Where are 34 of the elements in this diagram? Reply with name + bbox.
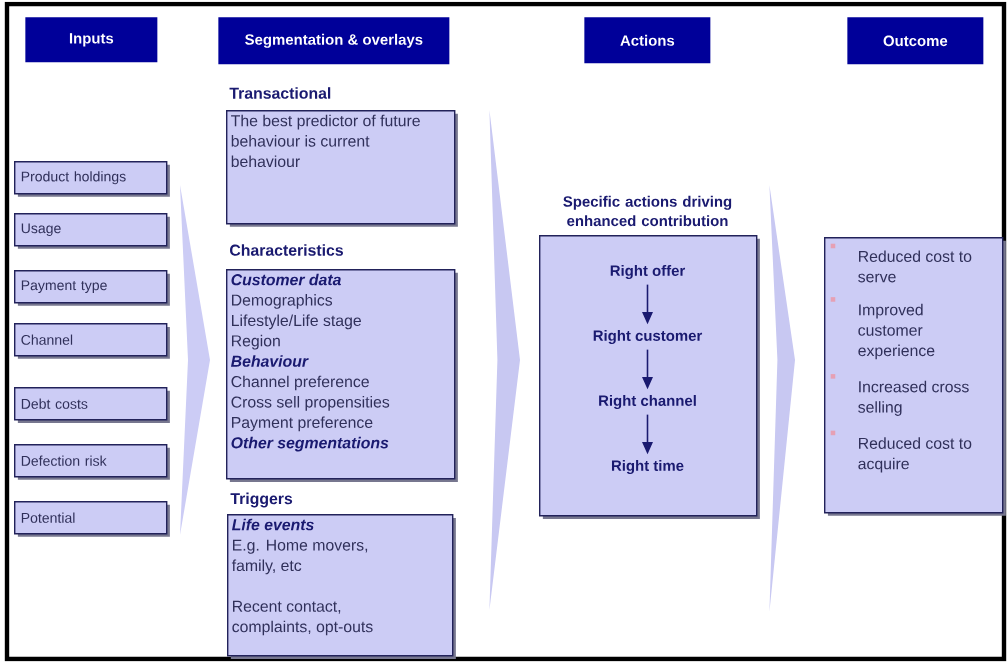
step-label: Right time bbox=[612, 460, 684, 474]
node-label: Behaviour bbox=[230, 355, 309, 367]
input-box: Usage bbox=[14, 213, 170, 249]
step-label: Right customer bbox=[593, 330, 703, 344]
input-box: Potential bbox=[14, 501, 170, 537]
input-box: Product holdings bbox=[14, 161, 170, 197]
outcome-box: Reduced cost to serve Improved customer experience Increased cross selling Reduced cost to acquire bbox=[824, 237, 1006, 516]
segment-box: Customer data Demographics Lifestyle/Life stage Region Behaviour Channel preference Cross sell propensities Payment preference Other segmentations bbox=[226, 269, 458, 482]
column-header: Outcome bbox=[847, 17, 984, 65]
column-header: Segmentation & overlays bbox=[218, 17, 450, 65]
step-label: Right channel bbox=[599, 395, 696, 409]
segment-box: The best predictor of future behaviour is current behaviour bbox=[226, 110, 458, 227]
node-label: Payment preference bbox=[232, 416, 373, 432]
box-heading: Transactional bbox=[229, 87, 331, 99]
node-label: Lifestyle/Life stage bbox=[232, 314, 361, 330]
box-heading: Triggers bbox=[230, 492, 293, 508]
node-label: Region bbox=[232, 334, 280, 350]
input-box: Defection risk bbox=[14, 444, 170, 480]
node-label: Other segmentations bbox=[231, 436, 389, 452]
input-box: Channel bbox=[14, 323, 170, 359]
chevron-arrow bbox=[769, 185, 795, 612]
node-label: Cross sell propensities bbox=[231, 396, 390, 411]
chevron-arrow bbox=[489, 110, 520, 610]
input-box: Debt costs bbox=[14, 387, 170, 423]
box-heading: Specific actions driving enhanced contribution bbox=[563, 195, 732, 227]
node-label: Channel preference bbox=[231, 375, 369, 391]
box-heading: Characteristics bbox=[230, 244, 343, 256]
column-header: Inputs bbox=[25, 17, 158, 63]
step-label: Right offer bbox=[610, 265, 686, 279]
input-box: Payment type bbox=[14, 270, 170, 306]
node-label: Customer data bbox=[231, 273, 341, 286]
segment-box: Life events E.g. Home movers, family, etc Recent contact, complaints, opt-outs bbox=[227, 514, 456, 659]
node-label: Demographics bbox=[232, 294, 333, 309]
column-header: Actions bbox=[584, 17, 711, 64]
